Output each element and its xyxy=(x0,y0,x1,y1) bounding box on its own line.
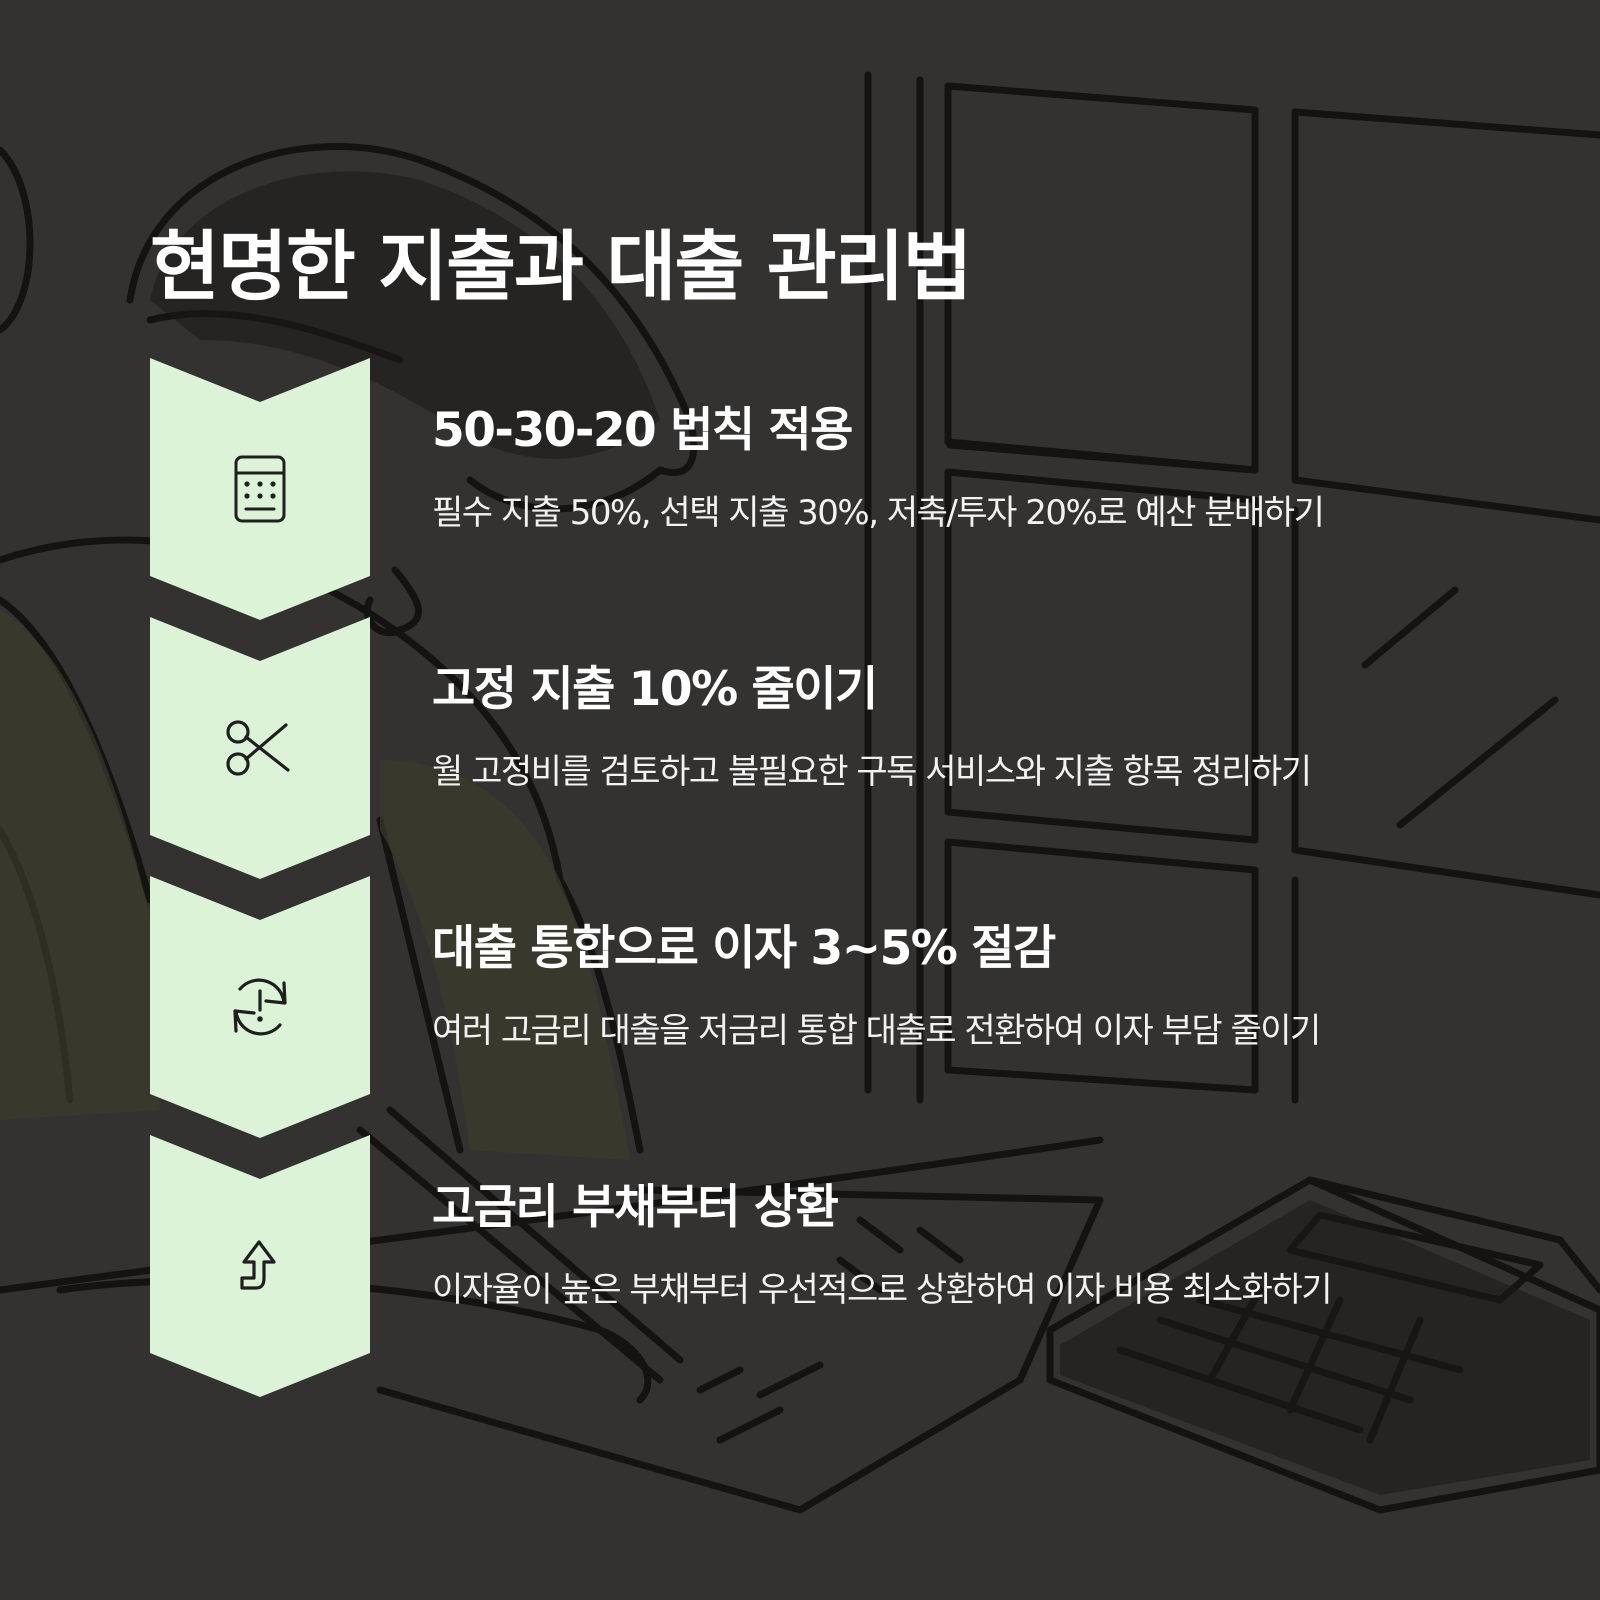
step-2: 고정 지출 10% 줄이기 월 고정비를 검토하고 불필요한 구독 서비스와 지… xyxy=(432,662,1552,793)
step-description: 여러 고금리 대출을 저금리 통합 대출로 전환하여 이자 부담 줄이기 xyxy=(432,1011,1321,1052)
step-description: 이자율이 높은 부채부터 우선적으로 상환하여 이자 비용 최소화하기 xyxy=(432,1270,1333,1311)
step-ribbon xyxy=(150,358,370,1398)
step-3: 대출 통합으로 이자 3~5% 절감 여러 고금리 대출을 저금리 통합 대출로… xyxy=(432,921,1552,1052)
step-title: 대출 통합으로 이자 3~5% 절감 xyxy=(432,921,1056,976)
step-1: 50-30-20 법칙 적용 필수 지출 50%, 선택 지출 30%, 저축/… xyxy=(432,403,1552,534)
arrow-up-turn-icon xyxy=(240,1240,276,1290)
refresh-alert-icon xyxy=(233,978,287,1036)
scissors-icon xyxy=(226,720,290,776)
step-4: 고금리 부채부터 상환 이자율이 높은 부채부터 우선적으로 상환하여 이자 비… xyxy=(432,1180,1552,1311)
step-title: 고금리 부채부터 상환 xyxy=(432,1180,839,1235)
calculator-icon xyxy=(234,455,286,523)
page-title: 현명한 지출과 대출 관리법 xyxy=(150,222,972,311)
step-description: 필수 지출 50%, 선택 지출 30%, 저축/투자 20%로 예산 분배하기 xyxy=(432,493,1325,534)
step-title: 50-30-20 법칙 적용 xyxy=(432,403,853,458)
step-description: 월 고정비를 검토하고 불필요한 구독 서비스와 지출 항목 정리하기 xyxy=(432,752,1312,793)
step-title: 고정 지출 10% 줄이기 xyxy=(432,662,878,717)
